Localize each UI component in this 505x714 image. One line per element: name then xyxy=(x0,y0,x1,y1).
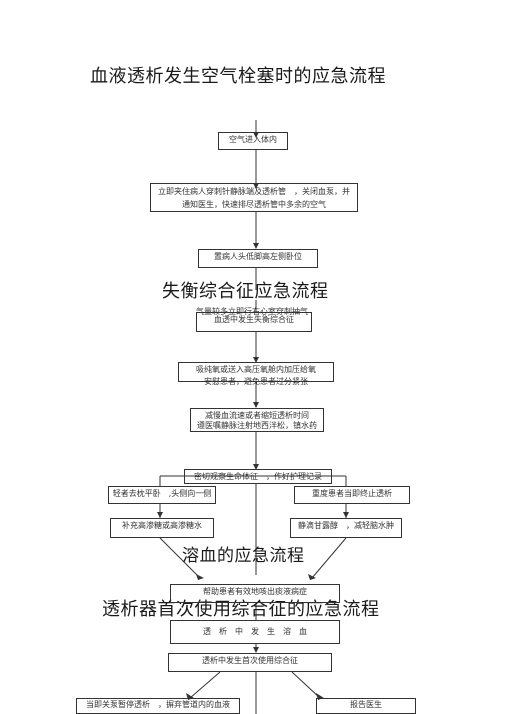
diseq-left-mild: 轻者去枕平卧 ,头侧向一侧 xyxy=(108,486,216,504)
diseq-left-glucose: 补充高渗糖或高渗糖水 xyxy=(110,518,214,538)
air-step-right-ventricle-aspiration: 气量较多立即行右心室穿刺抽气 xyxy=(196,307,308,316)
title-disequilibrium: 失衡综合征应急流程 xyxy=(162,281,329,302)
diseq-right-severe: 重度患者当即终止透析 xyxy=(294,486,410,504)
diseq-right-mannitol: 静滴甘露醇 ，减轻脑水肿 xyxy=(290,518,402,538)
air-step2-line1: 立即夹住病人穿刺针静脉端及透析管 ，关闭血泵，并 xyxy=(158,187,350,196)
first-use-left-stop-pump: 当即关泵暂停透析 ，摒弃管道内的血液 xyxy=(76,698,240,714)
air-step2-line2: 通知医生，快速排尽透析管中多余的空气 xyxy=(182,200,326,209)
air-step-clamp-and-notify: 立即夹住病人穿刺针静脉端及透析管 ，关闭血泵，并 通知医生，快速排尽透析管中多余… xyxy=(150,183,358,212)
hemo-step-occurs: 透 析 中 发 生 溶 血 xyxy=(170,620,340,644)
hemo-step-cough: 帮助患者有效地咳出痰液病症 xyxy=(170,584,340,603)
diseq-step-slow-flow: 减慢血流速或者缩短透析时间 遵医嘱静脉注射地西泮松，镇水药 xyxy=(190,408,324,432)
diseq-step3-line1: 减慢血流速或者缩短透析时间 xyxy=(205,411,309,420)
first-use-right-report-doctor: 报告医生 xyxy=(316,698,416,714)
diseq-step-occurs: 血透中发生失衡综合征 xyxy=(196,312,312,332)
diseq-step3-line2: 遵医嘱静脉注射地西泮松，镇水药 xyxy=(197,421,317,430)
air-step-air-enters-body: 空气进入体内 xyxy=(218,132,288,150)
air-step-position-patient: 置病人头低脚高左侧卧位 xyxy=(198,249,318,268)
title-first-use: 透析器首次使用综合征的应急流程 xyxy=(102,599,380,620)
diseq-step-monitor: 密切观察生命体征 ，作好护理记录 xyxy=(184,469,332,484)
diseq-step-reassure: 安慰患者，避免患者过分紧张 xyxy=(204,377,308,386)
first-use-step-occurs: 透析中发生首次使用综合征 xyxy=(168,653,332,672)
title-hemolysis: 溶血的应急流程 xyxy=(182,546,305,566)
title-air-embolism: 血液透析发生空气栓塞时的应急流程 xyxy=(90,66,386,87)
diseq-step-oxygen: 吸纯氧或送入高压氧舱内加压给氧 xyxy=(178,362,334,382)
